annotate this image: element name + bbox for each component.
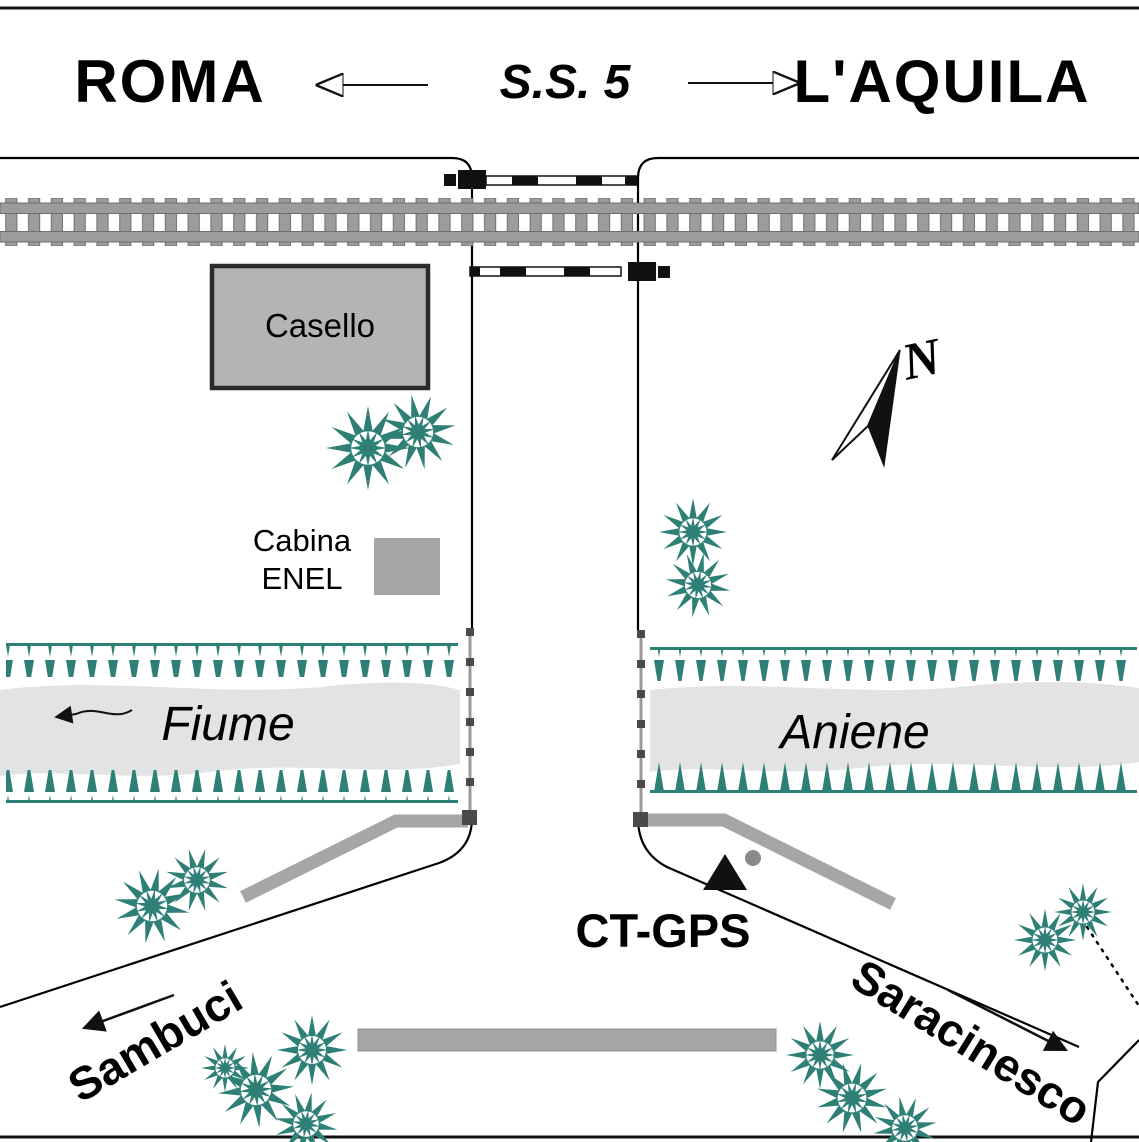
saracinesco-direction-arrow-icon bbox=[947, 988, 1069, 1052]
river-left bbox=[0, 643, 460, 803]
triangle-marker-icon bbox=[703, 854, 747, 890]
north-label: N bbox=[896, 328, 948, 392]
cabina-enel-label-line1: Cabina bbox=[253, 523, 352, 558]
saracinesco-label: Saracinesco bbox=[843, 949, 1101, 1136]
river-right bbox=[650, 647, 1139, 793]
fiume-label: Fiume bbox=[161, 698, 294, 751]
riverbank-line bbox=[650, 790, 1137, 793]
riverbank-grass bbox=[6, 644, 458, 677]
sambuci-label: Sambuci bbox=[59, 970, 251, 1112]
bush-icon bbox=[369, 383, 467, 481]
gravel-track-left bbox=[240, 814, 468, 903]
sambuci-road-edge bbox=[0, 817, 474, 1009]
bush-icon bbox=[867, 1090, 943, 1142]
bush-icon bbox=[651, 538, 745, 632]
bush-icon bbox=[786, 1021, 854, 1089]
cabina-enel-label-line2: ENEL bbox=[262, 561, 343, 596]
bush-icon bbox=[659, 498, 727, 566]
bush-icon bbox=[264, 1082, 348, 1142]
gps-dot-icon bbox=[745, 850, 761, 866]
junction-roads bbox=[0, 817, 1139, 1142]
riverbank-grass bbox=[650, 760, 1137, 793]
casello-label: Casello bbox=[265, 307, 375, 344]
saracinesco-road-dotted-edge bbox=[1085, 925, 1139, 1008]
bush-icon bbox=[205, 1039, 307, 1141]
bush-icon bbox=[276, 1014, 348, 1086]
casello-building bbox=[209, 263, 431, 391]
level-crossing-gate-upper bbox=[444, 170, 638, 189]
enel-cabin-square bbox=[374, 538, 440, 595]
riverbank-grass bbox=[6, 770, 458, 803]
river-flow-arrow-icon bbox=[54, 705, 133, 724]
ct-gps-marker bbox=[703, 850, 761, 890]
corner-road-edge bbox=[1089, 1039, 1139, 1142]
aniene-label: Aniene bbox=[777, 706, 929, 759]
gravel-road-bottom bbox=[357, 1028, 777, 1052]
gravel-track-right bbox=[640, 813, 896, 910]
bush-icon bbox=[1013, 908, 1077, 972]
bridge-guardrail-left bbox=[462, 628, 477, 825]
riverbank-line bbox=[6, 800, 458, 803]
bridge-guardrail-right bbox=[633, 630, 648, 827]
ct-gps-label: CT-GPS bbox=[576, 904, 751, 957]
sambuci-direction-arrow-icon bbox=[81, 993, 175, 1032]
ss5-road-label: S.S. 5 bbox=[500, 56, 632, 109]
north-arrow-icon bbox=[831, 349, 901, 468]
level-crossing-gate-lower bbox=[469, 262, 670, 281]
laquila-label: L'AQUILA bbox=[794, 48, 1091, 115]
railway-track bbox=[0, 198, 1139, 246]
riverbank-grass bbox=[650, 648, 1137, 681]
roma-label: ROMA bbox=[74, 48, 265, 115]
